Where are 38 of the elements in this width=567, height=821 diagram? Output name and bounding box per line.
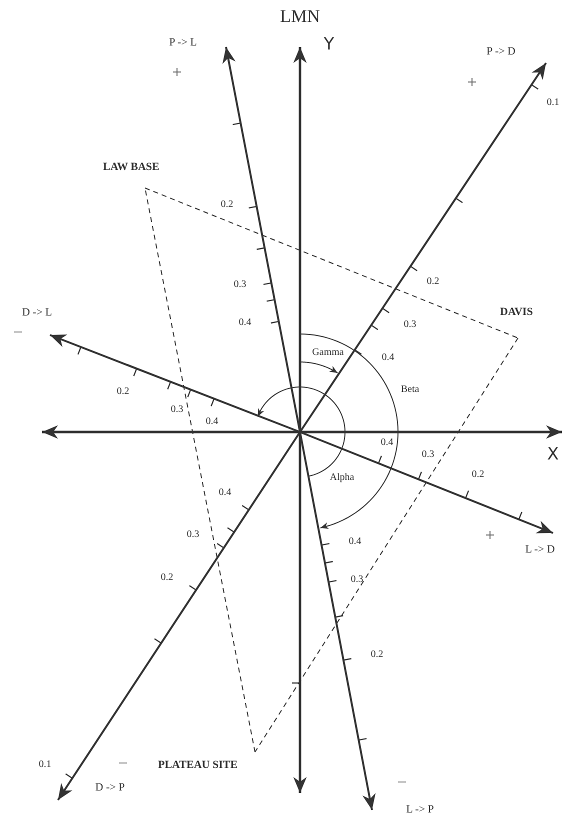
- axis-text: 0.3: [234, 280, 246, 290]
- axis-text: 0.2: [220, 200, 234, 210]
- axis-text: 0.4: [218, 488, 232, 498]
- axis-text: 0.3: [422, 450, 434, 460]
- dashed-line: [254, 338, 518, 752]
- dashed-line: [144, 188, 518, 338]
- axis-text: X: [547, 446, 559, 464]
- axis-text: P -> L: [169, 38, 197, 48]
- axis-text: 0.3: [186, 530, 200, 540]
- axis-text: 0.1: [38, 760, 52, 770]
- axis-text: P -> D: [486, 46, 516, 58]
- dashed-line: [144, 188, 256, 752]
- axis-text: Y: [324, 36, 334, 54]
- axis-text: L -> P: [406, 804, 434, 816]
- axis-text: 0.3: [404, 320, 416, 330]
- axis-text: 0.2: [160, 573, 174, 583]
- axis-text: Gamma: [312, 348, 344, 358]
- axis-text: 0.3: [170, 405, 184, 415]
- axis-text: D -> P: [95, 782, 125, 794]
- site-label: LAW BASE: [103, 160, 160, 174]
- axis-text: 0.4: [348, 537, 362, 547]
- axis-text: 0.2: [370, 650, 384, 660]
- axis-text: D -> L: [22, 308, 52, 318]
- axis-text: 0.4: [382, 353, 394, 363]
- axis-text: Alpha: [330, 473, 354, 483]
- site-label: PLATEAU SITE: [158, 758, 239, 772]
- axis-text: LMN: [280, 7, 320, 25]
- axis-text: 0.2: [426, 277, 440, 287]
- axis-text: L -> D: [525, 544, 555, 556]
- site-label: DAVIS: [500, 305, 534, 319]
- axis-text: 0.4: [206, 417, 218, 427]
- axis-text: 0.2: [116, 387, 130, 397]
- axis-text: 0.4: [238, 318, 252, 328]
- axis-text: 0.2: [472, 470, 484, 480]
- axis-text: 0.4: [380, 438, 394, 448]
- axis-text: Beta: [400, 385, 420, 395]
- axis-text: 0.1: [546, 98, 560, 108]
- axis-text: 0.3: [350, 575, 364, 585]
